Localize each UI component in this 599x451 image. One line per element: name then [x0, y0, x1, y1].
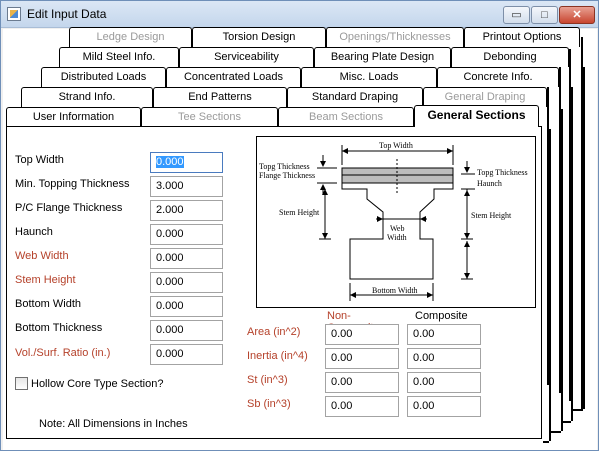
diagram-stem-height-left: Stem Height [279, 208, 320, 217]
bottom-thickness-label: Bottom Thickness [15, 322, 103, 334]
tab-serviceability[interactable]: Serviceability [179, 47, 314, 67]
sb-composite-input[interactable]: 0.00 [407, 396, 481, 417]
stem-height-input[interactable]: 0.000 [150, 272, 223, 293]
inertia-label: Inertia (in^4) [247, 350, 308, 362]
tab-general-sections[interactable]: General Sections [414, 105, 539, 127]
vol-surf-ratio-label: Vol./Surf. Ratio (in.) [15, 347, 111, 359]
stacked-page-edge [571, 87, 573, 421]
top-width-input[interactable]: 0.000 [150, 152, 223, 173]
haunch-input[interactable]: 0.000 [150, 224, 223, 245]
section-diagram: Top Width Topg Thickness Flange Thicknes… [256, 136, 536, 308]
close-button[interactable]: ✕ [559, 6, 595, 24]
tab-tee-sections[interactable]: Tee Sections [141, 107, 278, 127]
pc-flange-thickness-label: P/C Flange Thickness [15, 202, 123, 214]
hollow-core-checkbox[interactable] [15, 377, 28, 390]
bottom-width-label: Bottom Width [15, 298, 82, 310]
min-topping-thickness-label: Min. Topping Thickness [15, 178, 130, 190]
haunch-label: Haunch [15, 226, 53, 238]
vol-surf-ratio-input[interactable]: 0.000 [150, 344, 223, 365]
web-width-input[interactable]: 0.000 [150, 248, 223, 269]
tab-mild-steel-info[interactable]: Mild Steel Info. [59, 47, 179, 67]
minimize-button[interactable]: ▭ [503, 6, 530, 24]
min-topping-thickness-input[interactable]: 3.000 [150, 176, 223, 197]
tab-distributed-loads[interactable]: Distributed Loads [41, 67, 166, 87]
stacked-page-edge [561, 109, 563, 431]
window-title: Edit Input Data [27, 7, 107, 21]
hollow-core-label: Hollow Core Type Section? [31, 378, 164, 390]
tab-bearing-plate-design[interactable]: Bearing Plate Design [314, 47, 451, 67]
st-non-composite-input[interactable]: 0.00 [325, 372, 399, 393]
tab-user-information[interactable]: User Information [6, 107, 141, 127]
bottom-thickness-input[interactable]: 0.000 [150, 320, 223, 341]
sb-label: Sb (in^3) [247, 398, 291, 410]
stacked-page-edge [549, 431, 561, 433]
stem-height-label: Stem Height [15, 274, 76, 286]
active-tab-join [423, 125, 531, 128]
tab-misc-loads[interactable]: Misc. Loads [301, 67, 437, 87]
diagram-web-label: Web [390, 224, 404, 233]
st-composite-input[interactable]: 0.00 [407, 372, 481, 393]
stacked-page-edge [571, 409, 583, 411]
composite-header: Composite [415, 310, 468, 322]
diagram-flange-thickness: Flange Thickness [259, 171, 315, 180]
stacked-page-edge [547, 69, 549, 385]
diagram-topg-thickness-left: Topg Thickness [259, 162, 310, 171]
diagram-stem-height-right: Stem Height [471, 211, 512, 220]
tab-printout-options[interactable]: Printout Options [464, 27, 580, 47]
stacked-page-edge [561, 421, 571, 423]
tab-openings-thicknesses[interactable]: Openings/Thicknesses [326, 27, 464, 47]
inertia-composite-input[interactable]: 0.00 [407, 348, 481, 369]
tab-strand-info[interactable]: Strand Info. [21, 87, 153, 107]
area-label: Area (in^2) [247, 326, 301, 338]
area-composite-input[interactable]: 0.00 [407, 324, 481, 345]
diagram-bottom-width-label: Bottom Width [372, 286, 418, 295]
dialog-client-area: Ledge Design Torsion Design Openings/Thi… [3, 27, 597, 450]
tab-ledge-design[interactable]: Ledge Design [69, 27, 192, 47]
diagram-haunch-label: Haunch [477, 179, 502, 188]
tab-standard-draping[interactable]: Standard Draping [287, 87, 423, 107]
title-bar[interactable]: Edit Input Data ▭ □ ✕ [1, 1, 598, 28]
top-width-label: Top Width [15, 154, 64, 166]
tab-torsion-design[interactable]: Torsion Design [192, 27, 326, 47]
sb-non-composite-input[interactable]: 0.00 [325, 396, 399, 417]
stacked-page-edge [559, 59, 561, 393]
tab-beam-sections[interactable]: Beam Sections [278, 107, 414, 127]
stacked-page-edge [581, 37, 583, 409]
tab-debonding[interactable]: Debonding [451, 47, 569, 67]
maximize-button[interactable]: □ [531, 6, 558, 24]
pc-flange-thickness-input[interactable]: 2.000 [150, 200, 223, 221]
tab-concrete-info[interactable]: Concrete Info. [437, 67, 559, 87]
tab-general-draping[interactable]: General Draping [423, 87, 547, 107]
st-label: St (in^3) [247, 374, 288, 386]
stacked-page-edge [549, 129, 551, 441]
dimensions-note: Note: All Dimensions in Inches [39, 418, 188, 430]
web-width-label: Web Width [15, 250, 69, 262]
top-width-value: 0.000 [156, 156, 184, 168]
stacked-page-edge [543, 441, 549, 443]
diagram-top-width-label: Top Width [379, 141, 413, 150]
stacked-page-edge [583, 67, 585, 409]
app-icon [7, 7, 21, 21]
tab-end-patterns[interactable]: End Patterns [153, 87, 287, 107]
area-non-composite-input[interactable]: 0.00 [325, 324, 399, 345]
tab-concentrated-loads[interactable]: Concentrated Loads [166, 67, 301, 87]
diagram-topg-thickness-right: Topg Thickness [477, 168, 528, 177]
inertia-non-composite-input[interactable]: 0.00 [325, 348, 399, 369]
diagram-width-label: Width [387, 233, 407, 242]
stacked-page-edge [569, 49, 571, 401]
bottom-width-input[interactable]: 0.000 [150, 296, 223, 317]
